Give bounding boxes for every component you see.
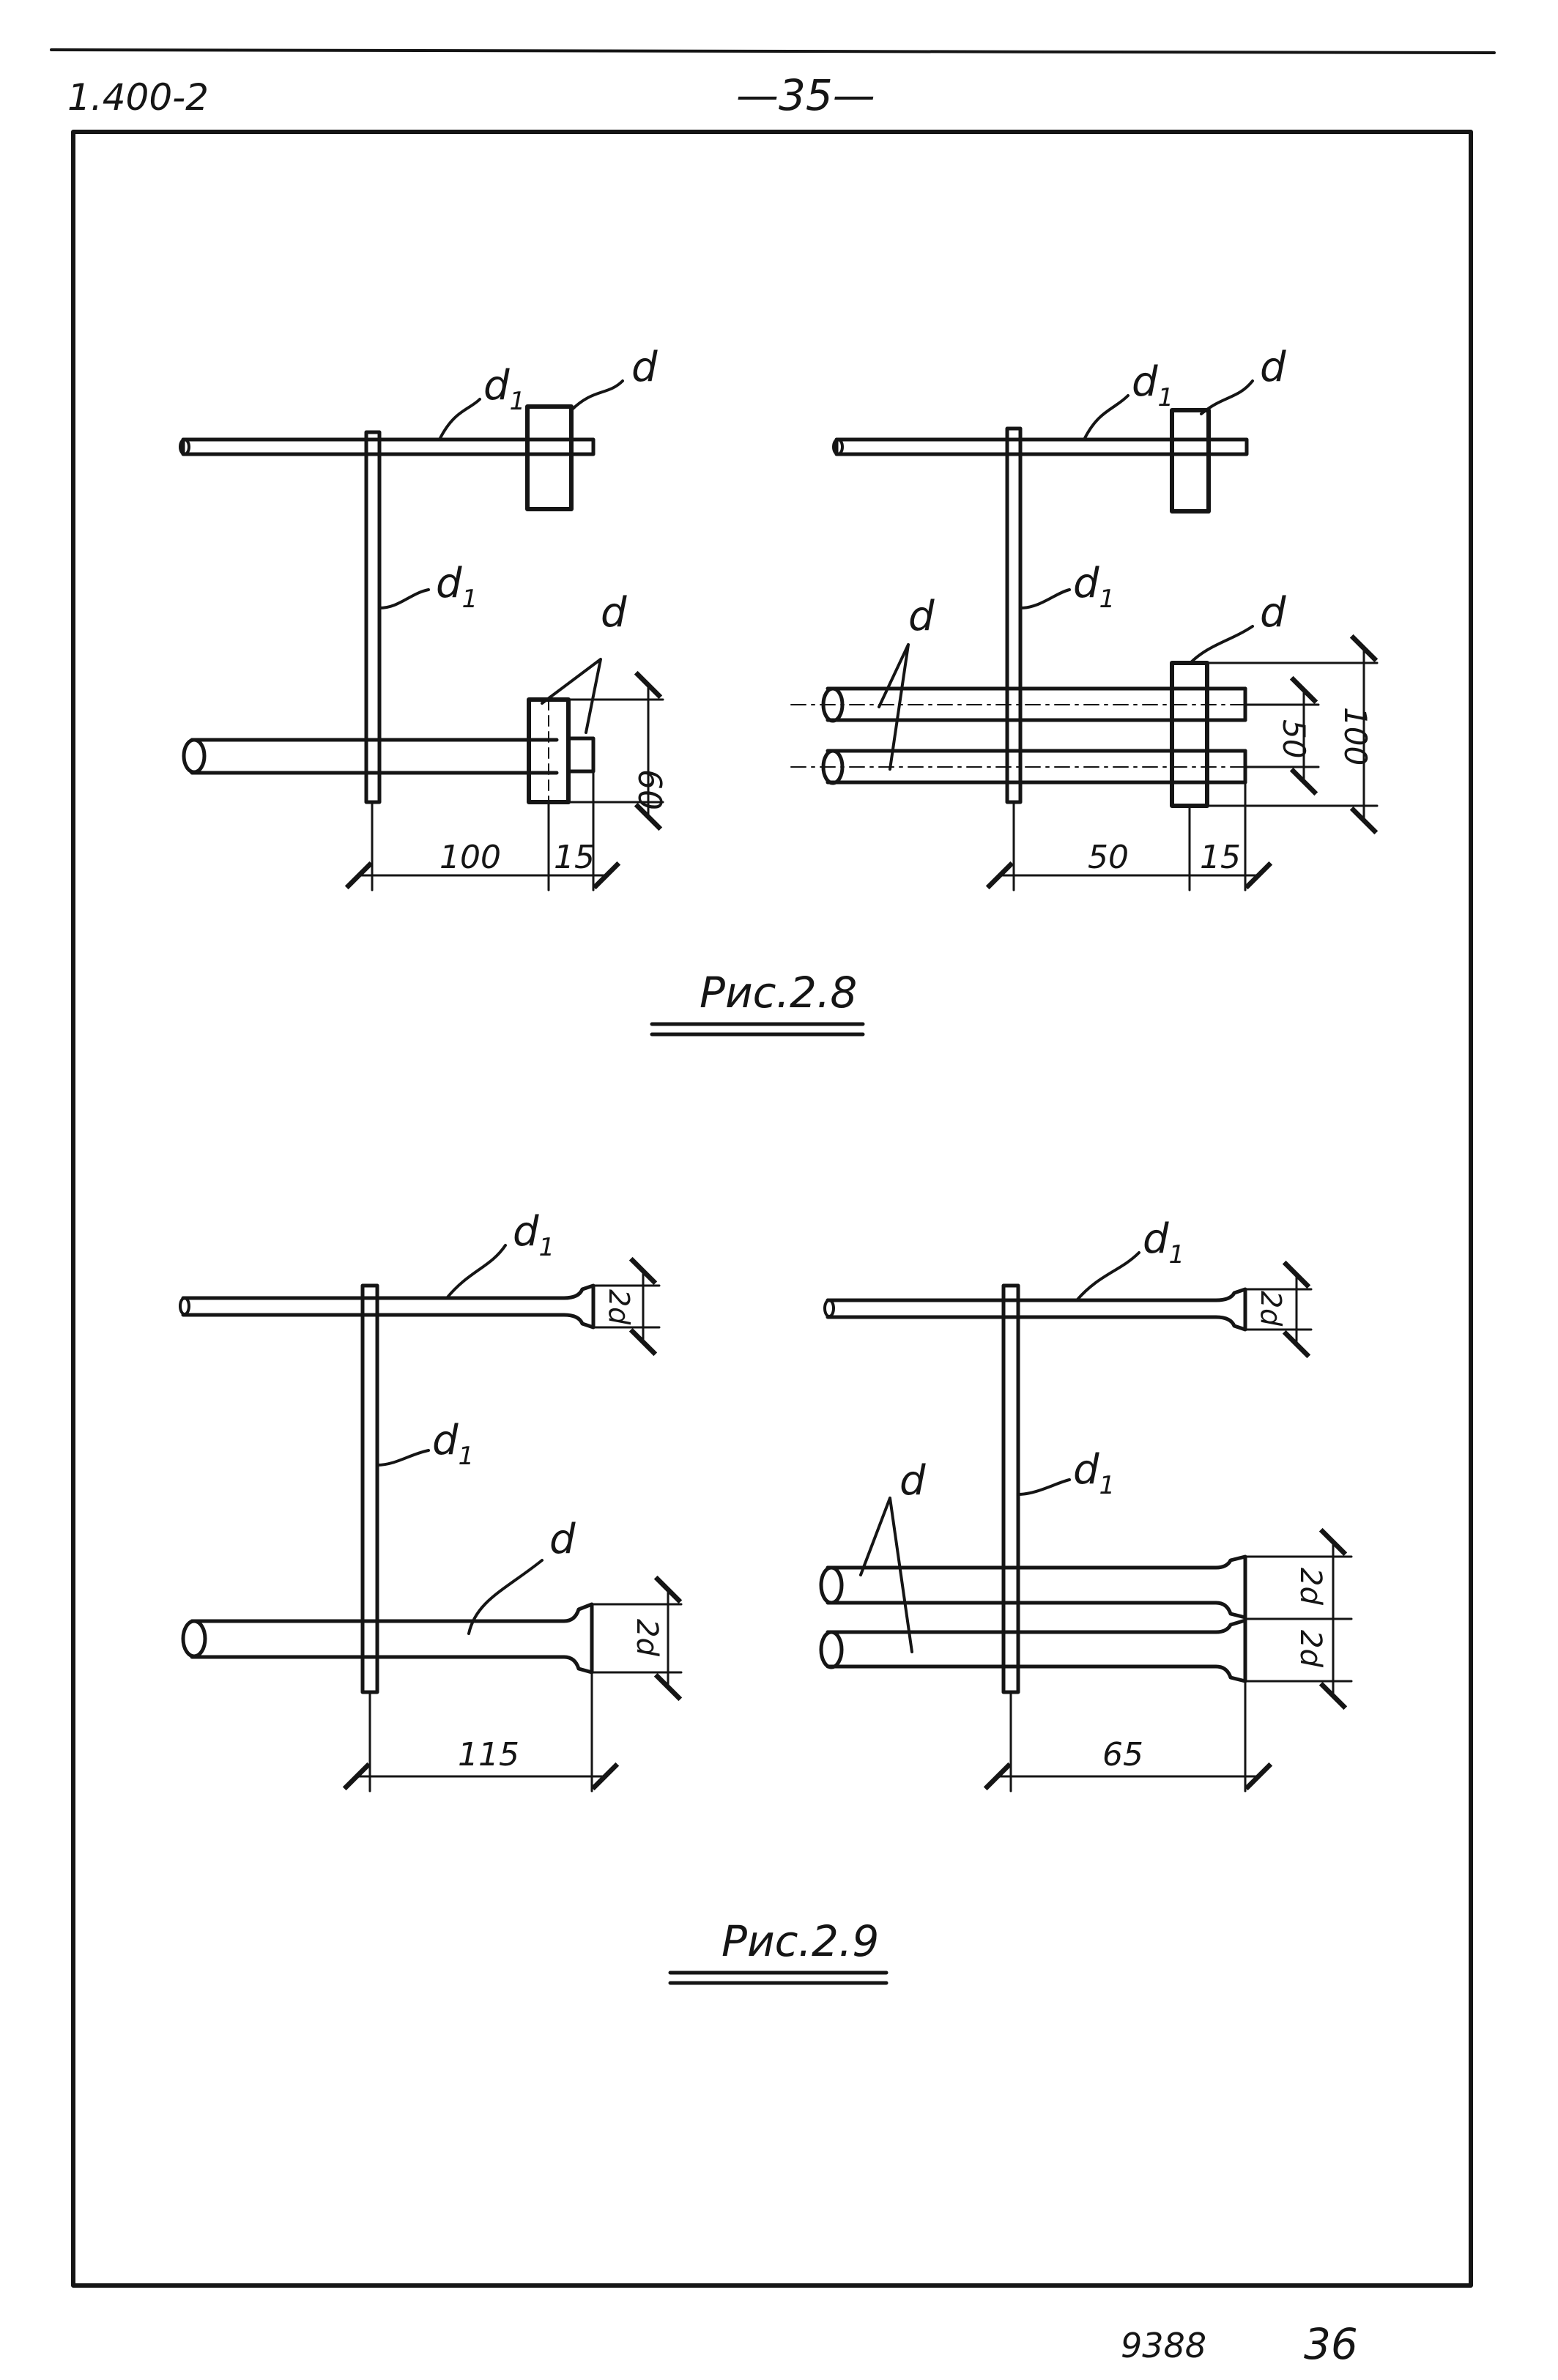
fig28-right-leader-d-top [1200, 379, 1254, 415]
fig28-left-leader-d-top [570, 379, 624, 412]
fig29-right-label-d1-top: d1 [1143, 1215, 1184, 1269]
fig28-right-label-d-plate: d [1260, 589, 1286, 637]
fig28-left-dim-length: 100 [439, 839, 501, 876]
fig29-right-bottom-bar-upper [826, 1554, 1247, 1620]
fig28-right-leader-d1-top [1083, 394, 1129, 441]
fig28-right-top-bar-end [832, 438, 844, 456]
fig29-right-bottom-bar-lower-end [819, 1630, 844, 1669]
fig28-right-label-d1-top: d1 [1132, 358, 1173, 412]
fig29-right-dim-head-top: 2d [1255, 1291, 1287, 1327]
fig29-left-dim-head-top: 2d [603, 1289, 635, 1325]
fig29-right-bottom-bar-upper-end [819, 1565, 844, 1605]
top-rule [50, 48, 1496, 54]
fig28-left-bar-stub [566, 736, 596, 774]
fig29-right-label-d-bars: d [899, 1457, 926, 1505]
fig28-left-leader-d1-vert [378, 588, 430, 609]
fig28-left-bottom-bar-end [182, 738, 207, 774]
fig29-right-label-d1-vert: d1 [1073, 1446, 1115, 1500]
fig29-right-dimensions [983, 1260, 1353, 1793]
fig28-right-bottom-plate [1170, 661, 1209, 808]
fig29-left-label-d1-top: d1 [513, 1208, 554, 1262]
fig29-left-vertical-bar [360, 1283, 379, 1694]
fig29-left-dimensions [342, 1256, 683, 1793]
fig28-left-dimensions [344, 670, 664, 891]
fig28-right-assembly: d1 d d1 d d 50 15 50 100 [790, 344, 1379, 891]
fig29-right-bottom-bar-lower [826, 1618, 1247, 1683]
fig28-right-leader-d-bars [878, 643, 910, 771]
fig28-left-leader-d1-top [438, 398, 481, 441]
fig28-left-label-d1-top: d1 [483, 362, 525, 416]
fig28-right-dimensions [985, 634, 1379, 891]
fig29-left-leader-d1-vert [376, 1449, 430, 1467]
fig28-right-dim-pitch: 50 [1276, 719, 1312, 758]
fig28-right-label-d-bars: d [908, 593, 935, 640]
fig28-right-label-d1-vert: d1 [1073, 560, 1115, 614]
fig29-left-dim-head-bottom: 2d [630, 1619, 664, 1656]
fig28-left-dim-plate: 15 [554, 839, 595, 876]
fig29-right-dim-length: 65 [1102, 1736, 1143, 1773]
fig29-right-assembly: d1 d1 d 2d 2d 2d 65 [819, 1215, 1353, 1793]
fig28-right-dim-length: 50 [1088, 839, 1129, 876]
fig29-right-dim-head-upper: 2d [1294, 1568, 1327, 1605]
fig28-left-top-bar [181, 437, 596, 456]
fig29-left-dim-length: 115 [458, 1736, 519, 1773]
fig28-right-bottom-bar-lower [826, 749, 1247, 785]
fig28-right-leader-d-plate [1189, 625, 1254, 664]
fig29-left-top-bar [181, 1283, 596, 1330]
page-number: —35— [736, 70, 875, 120]
fig29-right-dim-head-lower: 2d [1294, 1630, 1327, 1667]
fig29-left-label-d-bottom: d [549, 1516, 576, 1563]
fig29-right-top-bar [826, 1287, 1247, 1332]
fig29-left-leader-d1-top [445, 1244, 507, 1300]
fig29-left-label-d1-vert: d1 [432, 1417, 474, 1471]
fig28-right-dim-plate: 15 [1200, 839, 1241, 876]
fig28-left-assembly: d1 d d1 d 100 15 60 [179, 344, 668, 891]
fig28-left-top-block [525, 404, 574, 511]
fig28-left-bottom-bar [190, 738, 559, 775]
fig28-left-label-d-bottom: d [601, 589, 627, 637]
fig28-right-label-d-top: d [1260, 344, 1286, 391]
fig29-caption: Рис.2.9 [721, 1916, 879, 1966]
archive-number: 9388 [1121, 2326, 1206, 2365]
fig29-right-leader-d1-top [1075, 1251, 1140, 1302]
fig28-left-leader-d-bottom [541, 658, 602, 734]
fig28-left-top-bar-end [179, 438, 190, 456]
fig28-left-label-d-top: d [631, 344, 658, 391]
fig29-right-leader-d-bars [859, 1497, 913, 1653]
fig29-right-leader-d1-vert [1017, 1478, 1071, 1496]
fig28-left-dim-height: 60 [631, 769, 668, 810]
fig28-right-vertical-bar [1005, 426, 1023, 804]
fig28-right-top-bar [834, 437, 1249, 456]
fig28-caption: Рис.2.8 [700, 968, 857, 1017]
fig29-left-bottom-bar-end [181, 1619, 207, 1658]
fig28-right-top-block [1170, 408, 1211, 514]
fig28-left-vertical-bar [364, 430, 382, 804]
fig29-left-leader-d-bottom [467, 1559, 544, 1635]
fig28-right-leader-d1-vert [1019, 588, 1071, 609]
fig29-left-assembly: d1 d1 d 2d 2d 115 [179, 1208, 683, 1793]
doc-code: 1.400-2 [67, 76, 209, 119]
sheet-number: 36 [1304, 2319, 1358, 2369]
fig29-left-top-bar-end [179, 1297, 190, 1316]
fig29-left-bottom-bar [190, 1602, 594, 1675]
drawing-frame [71, 130, 1473, 2288]
fig29-right-top-bar-end [823, 1299, 835, 1318]
fig28-left-label-d1-vert: d1 [436, 560, 478, 614]
fig28-right-dim-height: 100 [1338, 707, 1373, 765]
